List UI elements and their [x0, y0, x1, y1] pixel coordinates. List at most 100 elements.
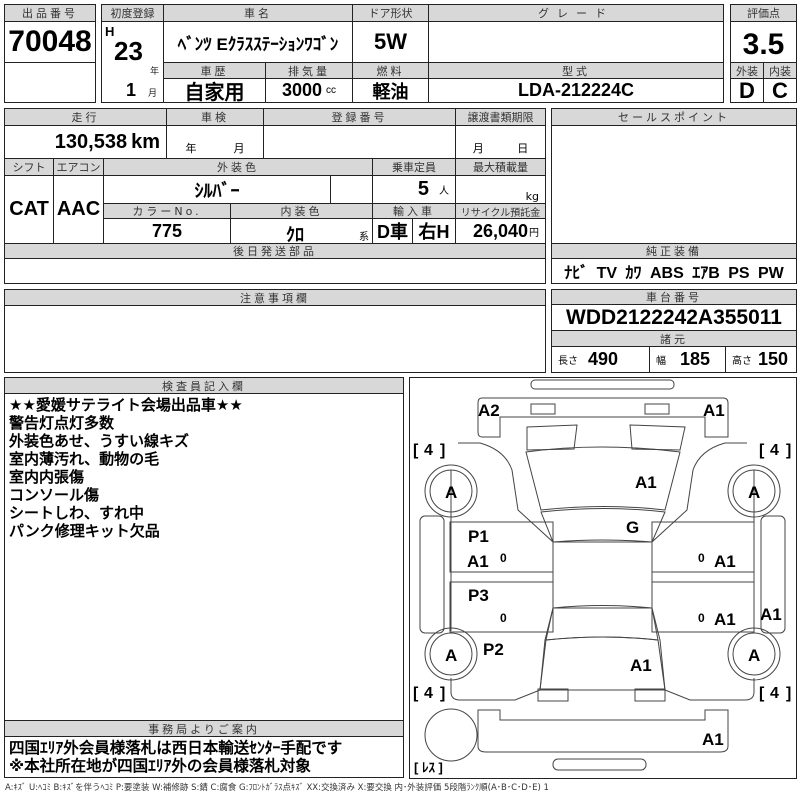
front-right-door — [651, 521, 755, 573]
trunk — [539, 636, 666, 691]
equipment-label: 純正装備 — [551, 243, 797, 259]
inspector-line: 外装色あせ、うすい線キズ — [9, 432, 190, 450]
rear-bumper — [477, 709, 729, 753]
zero-mark: 0 — [698, 611, 705, 625]
tire-fl-inner — [429, 469, 473, 513]
spare-tire-status: [ ﾚｽ ] — [414, 760, 443, 775]
bracket: [ — [413, 442, 419, 459]
damage-diagram: A2 A1 A1 G P1 A1 P3 P2 A1 A1 A1 A1 A1 A … — [409, 377, 797, 779]
length-label: 長さ — [558, 356, 578, 367]
inspector-line: 室内内張傷 — [9, 468, 85, 486]
mileage-unit: km — [131, 130, 160, 153]
transfer-value: 月日 — [455, 125, 546, 159]
max-load-label: 最大積載量 — [455, 158, 546, 176]
score-value: 3.5 — [730, 21, 797, 63]
chassis-value: WDD2122242A355011 — [551, 304, 797, 331]
inspector-line: シートしわ、すれ中 — [9, 504, 145, 522]
capacity-label: 乗車定員 — [372, 158, 456, 176]
lot-label: 出品番号 — [4, 4, 96, 22]
tread-rl: 4 — [424, 685, 433, 702]
equipment-value: ﾅﾋﾞ TV ｶﾜ ABS ｴｱB PS PW — [551, 258, 797, 284]
int-color: ｸﾛ系 — [230, 218, 373, 244]
sale-points-value — [551, 125, 797, 244]
era: H — [105, 24, 115, 39]
capacity-unit: 人 — [439, 186, 449, 197]
inspection-month-unit: 月 — [233, 142, 245, 155]
length-value: 490 — [588, 349, 619, 369]
tread-rr: 4 — [770, 685, 779, 702]
roof — [552, 541, 653, 609]
windshield — [540, 508, 666, 543]
sale-points-label: セールスポイント — [551, 108, 797, 126]
bottom-bar — [552, 758, 647, 771]
later-parts-label: 後日発送部品 — [4, 243, 546, 259]
ac-label: エアコン — [53, 158, 104, 176]
fog-right — [644, 403, 670, 415]
ext-color-extra — [330, 175, 373, 204]
displacement-unit: cc — [326, 85, 337, 96]
tire-rl-inner — [429, 632, 473, 676]
lot-empty — [4, 62, 96, 103]
grade-label: グレード — [428, 4, 724, 22]
int-color-label: 内装色 — [230, 203, 373, 219]
first-reg-label: 初度登録 — [101, 4, 164, 22]
tire-fr-grade: A — [748, 483, 760, 502]
hood — [525, 446, 681, 511]
legend: A:ｷｽﾞ U:ﾍｺﾐ B:ｷｽﾞを伴うﾍｺﾐ P:要塗装 W:補修跡 S:錆 … — [5, 783, 549, 793]
recycle-label: リサイクル預託金 — [455, 203, 546, 219]
ext-color-value: ｼﾙﾊﾞｰ — [103, 175, 331, 204]
dmg-rear-bumper: A1 — [702, 730, 724, 749]
tire-rr-grade: A — [748, 646, 760, 665]
month-unit: 月 — [148, 88, 158, 98]
dmg-right-step: A1 — [760, 605, 782, 624]
right-step — [760, 515, 786, 634]
recycle-value: 26,040 — [472, 220, 528, 241]
ac-value: AAC — [53, 175, 104, 244]
spare-area — [424, 708, 478, 762]
dmg-rl-quarter: P2 — [483, 640, 504, 659]
office-line: ※本社所在地が四国ｴﾘｱ外の会員様落札対象 — [9, 757, 311, 775]
year: 23 — [114, 36, 143, 66]
int-score-label: 内装 — [763, 62, 797, 79]
year-unit: 年 — [150, 66, 160, 76]
tire-rl-grade: A — [445, 646, 457, 665]
inspection-value: 年月 — [166, 125, 264, 159]
tread-fl: 4 — [424, 442, 433, 459]
fuel-label: 燃料 — [352, 62, 429, 79]
displacement-label: 排気量 — [265, 62, 353, 79]
first-reg-value: H 23 年 1 月 — [101, 21, 164, 103]
tail-right — [634, 688, 666, 702]
top-bar — [530, 379, 675, 390]
color-no-value: 775 — [103, 218, 231, 244]
dmg-trunk: A1 — [630, 656, 652, 675]
tire-fr-inner — [732, 469, 776, 513]
dmg-rr-door: A1 — [714, 610, 736, 629]
capacity-value: 5 — [417, 178, 429, 200]
dmg-fl-door-2: A1 — [467, 552, 489, 571]
dmg-front-left: A2 — [478, 401, 500, 420]
model-value: LDA-212224C — [428, 78, 724, 103]
bracket: ] — [440, 685, 445, 702]
left-body — [450, 442, 554, 701]
tire-fl-grade: A — [445, 483, 457, 502]
inspector-label: 検査員記入欄 — [4, 377, 404, 394]
int-score: C — [763, 78, 797, 103]
chassis-label: 車台番号 — [551, 289, 797, 305]
fuel-value: 軽油 — [352, 78, 429, 103]
bracket: ] — [440, 442, 445, 459]
dmg-front-right: A1 — [703, 401, 725, 420]
ext-score-label: 外装 — [730, 62, 764, 79]
mileage-label: 走行 — [4, 108, 167, 126]
zero-mark: 0 — [500, 551, 507, 565]
grade-value — [428, 21, 724, 63]
int-color-unit: 系 — [359, 232, 369, 243]
notes-value — [4, 305, 546, 373]
inspector-line: ★★愛媛サテライト会場出品車★★ — [9, 396, 243, 414]
door-value: 5W — [352, 21, 429, 63]
transfer-label: 譲渡書類期限 — [455, 108, 546, 126]
